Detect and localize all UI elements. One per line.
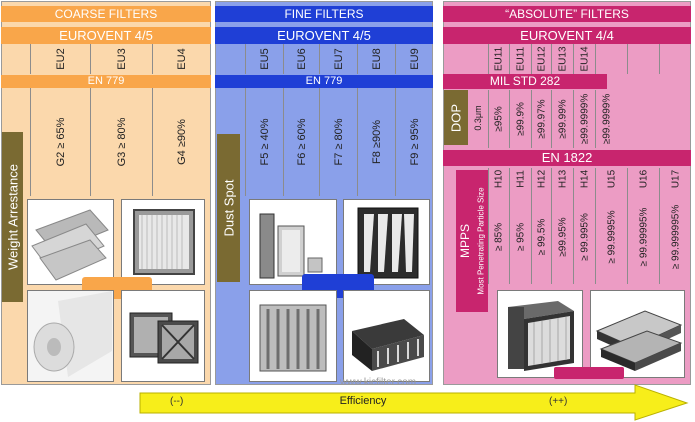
absolute-grade-h12: H12 [536,169,547,189]
absolute-photo-ulpa-filters [590,290,685,378]
fine-grade-row: F5 ≥ 40% F6 ≥ 60% F7 ≥ 80% F8 ≥90% F9 ≥ … [215,88,433,196]
absolute-dop-value-6: ≥99.9999% [601,93,612,145]
efficiency-low-label: (--) [170,396,184,407]
absolute-grade-u16: U16 [638,169,649,189]
fine-grade-f8: F8 ≥90% [370,120,383,164]
coarse-photo-roll-media [27,290,114,382]
absolute-mpps-value-h10: ≥ 85% [493,222,505,252]
coarse-photo-pleated-panels [121,290,205,382]
absolute-mpps-value-row: ≥ 85% ≥ 95% ≥ 99.5% ≥99.95% ≥ 99.995% ≥ … [443,190,691,284]
absolute-dop-value-1: ≥95% [493,106,505,132]
coarse-eurovent: EUROVENT 4/5 [1,27,211,44]
absolute-code-eu12: EU12 [536,46,547,72]
absolute-mpps-value-u16: ≥ 99.99995% [638,207,649,267]
absolute-en-standard: EN 1822 [443,150,691,166]
absolute-mpps-value-u15: ≥ 99.9995% [606,210,617,264]
absolute-eurovent: EUROVENT 4/4 [443,27,691,44]
absolute-dop-label-box: DOP [444,90,468,145]
fine-code-eu5: EU5 [258,48,271,70]
absolute-mpps-value-u17: ≥ 99.999995% [670,204,681,270]
coarse-test-method: Weight Arrestance [2,132,23,302]
fine-code-row: EU5 EU6 EU7 EU8 EU9 [215,44,433,74]
absolute-code-eu13: EU13 [557,46,568,72]
efficiency-high-label: (++) [549,396,568,407]
absolute-grade-u15: U15 [606,169,617,189]
efficiency-arrow [139,384,689,421]
absolute-code-row: EU11 EU11 EU12 EU13 EU14 [443,44,691,74]
absolute-grade-h10: H10 [493,169,505,189]
coarse-standard: EN 779 [1,75,211,88]
absolute-mpps-value-h12: ≥ 99.5% [536,218,547,256]
fine-grade-f5: F5 ≥ 40% [258,118,271,166]
absolute-grade-u17: U17 [670,169,681,189]
coarse-grade-row: G2 ≥ 65% G3 ≥ 80% G4 ≥90% [1,88,211,196]
absolute-dop-value-5: ≥99.9999% [579,93,590,145]
fine-photo-compact-filters [249,199,337,285]
absolute-photo-hepa-filter [497,290,583,378]
absolute-color-marker [554,367,624,379]
coarse-code-eu2: EU2 [54,48,67,70]
fine-header: FINE FILTERS [215,6,433,22]
fine-grade-f9: F9 ≥ 95% [408,118,421,166]
absolute-mpps-label-box: MPPS [456,170,474,312]
coarse-header: COARSE FILTERS [1,6,211,22]
absolute-dop-value-2: ≥99.9% [515,102,526,136]
coarse-code-row: EU2 EU3 EU4 [1,44,211,74]
absolute-grade-h14: H14 [579,169,590,189]
absolute-mpps-value-h11: ≥ 95% [515,222,526,252]
absolute-dop-row: ≥95% ≥99.9% ≥99.97% ≥99.99% ≥99.9999% ≥9… [443,90,691,148]
absolute-mil-std: MIL STD 282 [443,74,607,89]
absolute-grade-row: H10 H11 H12 H13 H14 U15 U16 U17 [443,168,691,190]
fine-code-eu6: EU6 [295,48,308,70]
fine-photo-box-filter [343,290,430,382]
absolute-code-eu14: EU14 [579,46,590,72]
fine-code-eu7: EU7 [332,48,345,70]
fine-grade-f6: F6 ≥ 60% [295,118,308,166]
fine-code-eu9: EU9 [408,48,421,70]
absolute-mpps-sub-box: Most Penetrating Particle Size [474,170,488,312]
coarse-grade-g3: G3 ≥ 80% [115,117,128,167]
coarse-code-eu4: EU4 [176,48,188,70]
coarse-grade-g4: G4 ≥90% [176,119,188,165]
fine-test-method: Dust Spot [217,134,240,282]
coarse-photo-panel-filter [121,199,205,285]
coarse-code-eu3: EU3 [115,48,128,70]
absolute-header: “ABSOLUTE” FILTERS [443,6,691,22]
fine-photo-v-bank-filter [343,199,430,285]
efficiency-label: Efficiency [339,395,387,407]
watermark: www.kicfilter.com [339,377,417,388]
absolute-grade-h11: H11 [515,170,526,188]
absolute-dop-value-4: ≥99.99% [557,99,568,139]
absolute-mpps-value-h13: ≥99.95% [557,217,568,257]
absolute-grade-h13: H13 [557,169,568,189]
fine-grade-f7: F7 ≥ 80% [332,118,345,166]
absolute-mpps-value-h14: ≥ 99.995% [579,213,590,261]
coarse-grade-g2: G2 ≥ 65% [54,117,67,167]
fine-code-eu8: EU8 [370,48,383,70]
absolute-code-eu11-b: EU11 [515,46,526,72]
absolute-dop-value-3: ≥99.97% [536,99,547,139]
fine-photo-bag-filter [249,290,337,382]
fine-standard: EN 779 [215,75,433,88]
absolute-code-eu11-a: EU11 [493,46,505,72]
coarse-photo-pad-filter [27,199,114,285]
fine-eurovent: EUROVENT 4/5 [215,27,433,44]
